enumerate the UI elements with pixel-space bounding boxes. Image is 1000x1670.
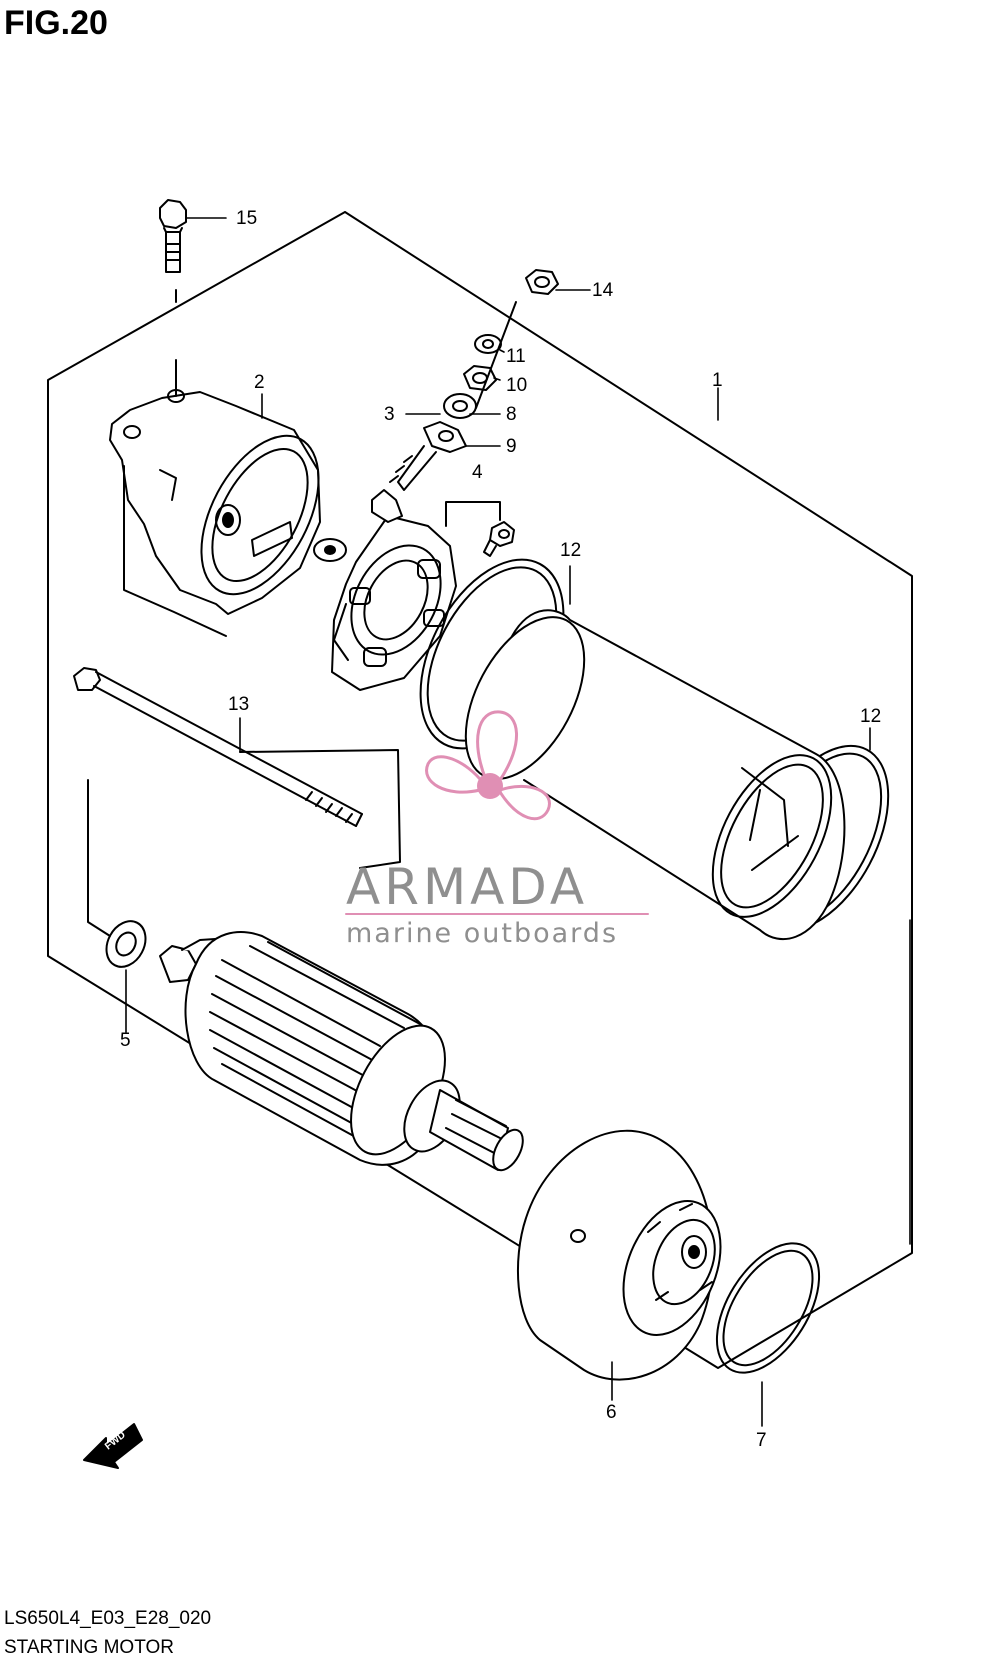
part-15-bolt[interactable] — [159, 199, 187, 303]
callout-4-bracket — [445, 501, 501, 527]
part-2-end-bracket[interactable] — [109, 359, 343, 637]
assembly-frame — [47, 211, 913, 1369]
part-4-brush-holder[interactable] — [331, 489, 459, 691]
part-7-o-ring[interactable] — [696, 1226, 840, 1391]
armature[interactable] — [159, 931, 529, 1175]
callout-5: 5 — [120, 1030, 131, 1051]
part-14-nut[interactable] — [525, 269, 559, 295]
fwd-direction-arrow: FWD — [83, 1423, 143, 1469]
armada-watermark: ARMADA marine outboards — [345, 710, 649, 949]
part-9-terminal-bolt[interactable] — [389, 421, 467, 491]
figure-title: FIG.20 — [4, 4, 108, 42]
diagram-name: STARTING MOTOR — [4, 1637, 174, 1658]
callout-13: 13 — [228, 694, 249, 715]
callout-6: 6 — [606, 1402, 617, 1423]
watermark-name: ARMADA — [346, 858, 588, 916]
armada-propeller-logo — [425, 710, 551, 821]
callout-7: 7 — [756, 1430, 767, 1451]
callout-11: 11 — [506, 346, 526, 367]
callout-9: 9 — [506, 436, 517, 457]
callout-12-front: 12 — [860, 706, 881, 727]
callout-2: 2 — [254, 372, 265, 393]
part-13-through-bolt[interactable] — [73, 667, 401, 869]
part-5-washer[interactable] — [99, 914, 153, 973]
callout-15: 15 — [236, 208, 257, 229]
part-1-yoke[interactable] — [441, 598, 855, 941]
callout-10: 10 — [506, 375, 527, 396]
callout-1: 1 — [712, 370, 723, 391]
part-6-front-bracket[interactable] — [517, 1129, 739, 1381]
callout-labels: 15 14 2 1 11 10 3 8 9 4 12 12 13 5 6 7 — [120, 208, 881, 1451]
part-3-insulator[interactable] — [313, 538, 347, 562]
callout-3: 3 — [384, 404, 395, 425]
callout-8: 8 — [506, 404, 517, 425]
callout-12-rear: 12 — [560, 540, 581, 561]
leader-lines — [125, 217, 911, 1427]
watermark-tagline: marine outboards — [346, 918, 618, 949]
callout-14: 14 — [592, 280, 614, 301]
callout-4: 4 — [472, 462, 483, 483]
diagram-code: LS650L4_E03_E28_020 — [4, 1608, 212, 1629]
part-4-brush-spring[interactable] — [483, 521, 515, 557]
armature-bracket-line — [87, 779, 111, 937]
assembly-axis-line — [475, 301, 517, 409]
